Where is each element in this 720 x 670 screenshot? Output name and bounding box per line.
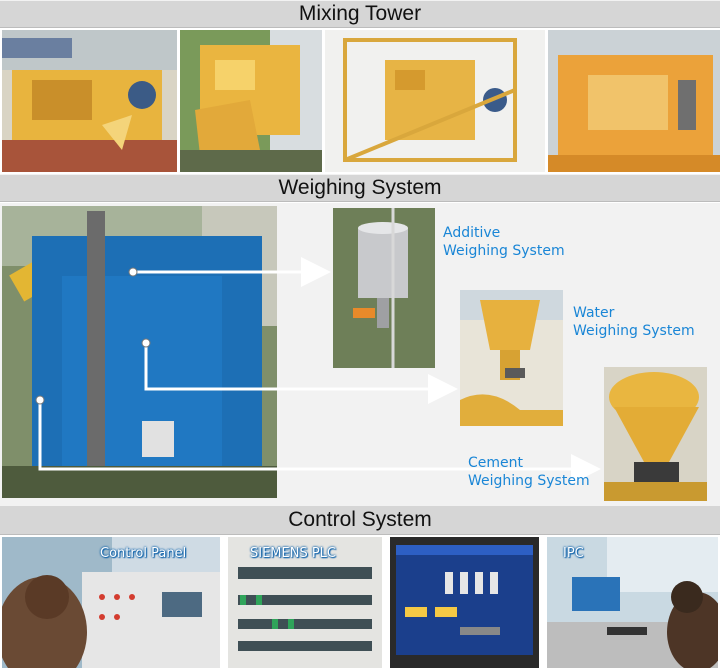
siemens-plc-label: SIEMENS PLC — [250, 546, 336, 561]
callout-water-line1: Water — [573, 305, 615, 321]
ipc-photo — [547, 537, 718, 668]
siemens-plc-photo — [228, 537, 382, 668]
callout-cement: Cement Weighing System — [468, 454, 590, 490]
callout-additive-line2: Weighing System — [443, 243, 565, 259]
section-header-mixing-tower: Mixing Tower — [0, 0, 720, 28]
callout-cement-line2: Weighing System — [468, 473, 590, 489]
mixing-tower-photo-1 — [2, 30, 177, 172]
section-title-mixing-tower: Mixing Tower — [298, 2, 422, 25]
control-panel-label: Control Panel — [100, 546, 187, 561]
section-header-control-system: Control System — [0, 505, 720, 535]
callout-water: Water Weighing System — [573, 304, 695, 340]
callout-additive-line1: Additive — [443, 225, 501, 241]
water-weighing-photo — [460, 290, 563, 426]
mixing-tower-photo-3 — [325, 30, 545, 172]
mixing-tower-photo-4 — [548, 30, 720, 172]
section-title-control-system: Control System — [288, 508, 432, 531]
section-title-weighing-system: Weighing System — [278, 176, 442, 199]
weighing-system-main-photo — [2, 206, 277, 498]
mixing-tower-photo-2 — [180, 30, 322, 172]
monitor-screen-photo — [390, 537, 539, 668]
ipc-label: IPC — [563, 546, 584, 561]
control-panel-photo — [2, 537, 220, 668]
callout-cement-line1: Cement — [468, 455, 524, 471]
callout-water-line2: Weighing System — [573, 323, 695, 339]
additive-weighing-photo — [333, 208, 435, 368]
cement-weighing-photo — [604, 367, 707, 501]
section-header-weighing-system: Weighing System — [0, 174, 720, 202]
callout-additive: Additive Weighing System — [443, 224, 565, 260]
